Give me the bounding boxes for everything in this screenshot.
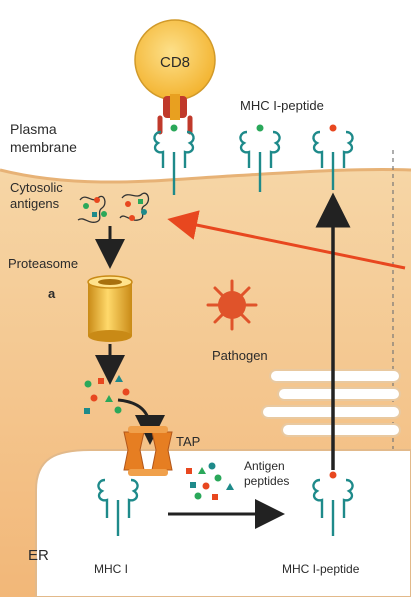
plasma-membrane xyxy=(0,167,411,184)
cytosolic-label-line2: antigens xyxy=(10,196,60,211)
cytosolic-label-line1: Cytosolic xyxy=(10,180,63,195)
pathogen xyxy=(206,279,258,331)
mhc-i-label: MHC I xyxy=(94,562,128,576)
panel-letter: a xyxy=(48,286,56,301)
cd8-coreceptor: CD8 xyxy=(134,19,216,135)
mhc-i-peptide-surface-2 xyxy=(239,124,281,192)
plasma-label-line2: membrane xyxy=(10,139,77,155)
mhc-peptide-bottom-label: MHC I-peptide xyxy=(282,562,360,576)
cd8-label: CD8 xyxy=(160,54,190,71)
arrow-into-tap xyxy=(117,398,165,445)
tap-label: TAP xyxy=(176,434,200,449)
proteasome-label: Proteasome xyxy=(8,256,78,271)
cytosolic-antigen-clusters xyxy=(77,192,150,223)
red-antigen-arrow xyxy=(167,210,406,270)
peptide-fragments xyxy=(84,375,130,414)
er-lumen xyxy=(35,449,411,597)
er-label: ER xyxy=(28,547,49,564)
er-stacks xyxy=(261,369,401,437)
proteasome xyxy=(87,275,133,342)
mhc-i-er xyxy=(97,478,139,536)
plasma-label-line1: Plasma xyxy=(10,121,57,137)
mhc-peptide-top-label: MHC I-peptide xyxy=(240,98,324,113)
antigen-label-line2: peptides xyxy=(244,474,289,488)
pathogen-label: Pathogen xyxy=(212,348,268,363)
mhc-i-peptide-surface-1 xyxy=(153,124,195,195)
mhc-i-peptide-surface-3 xyxy=(312,124,354,190)
mhc-i-peptide-er xyxy=(312,471,354,536)
antigen-label-line1: Antigen xyxy=(244,459,285,473)
er-antigen-peptides xyxy=(186,462,234,500)
tap-transporter xyxy=(123,426,173,476)
